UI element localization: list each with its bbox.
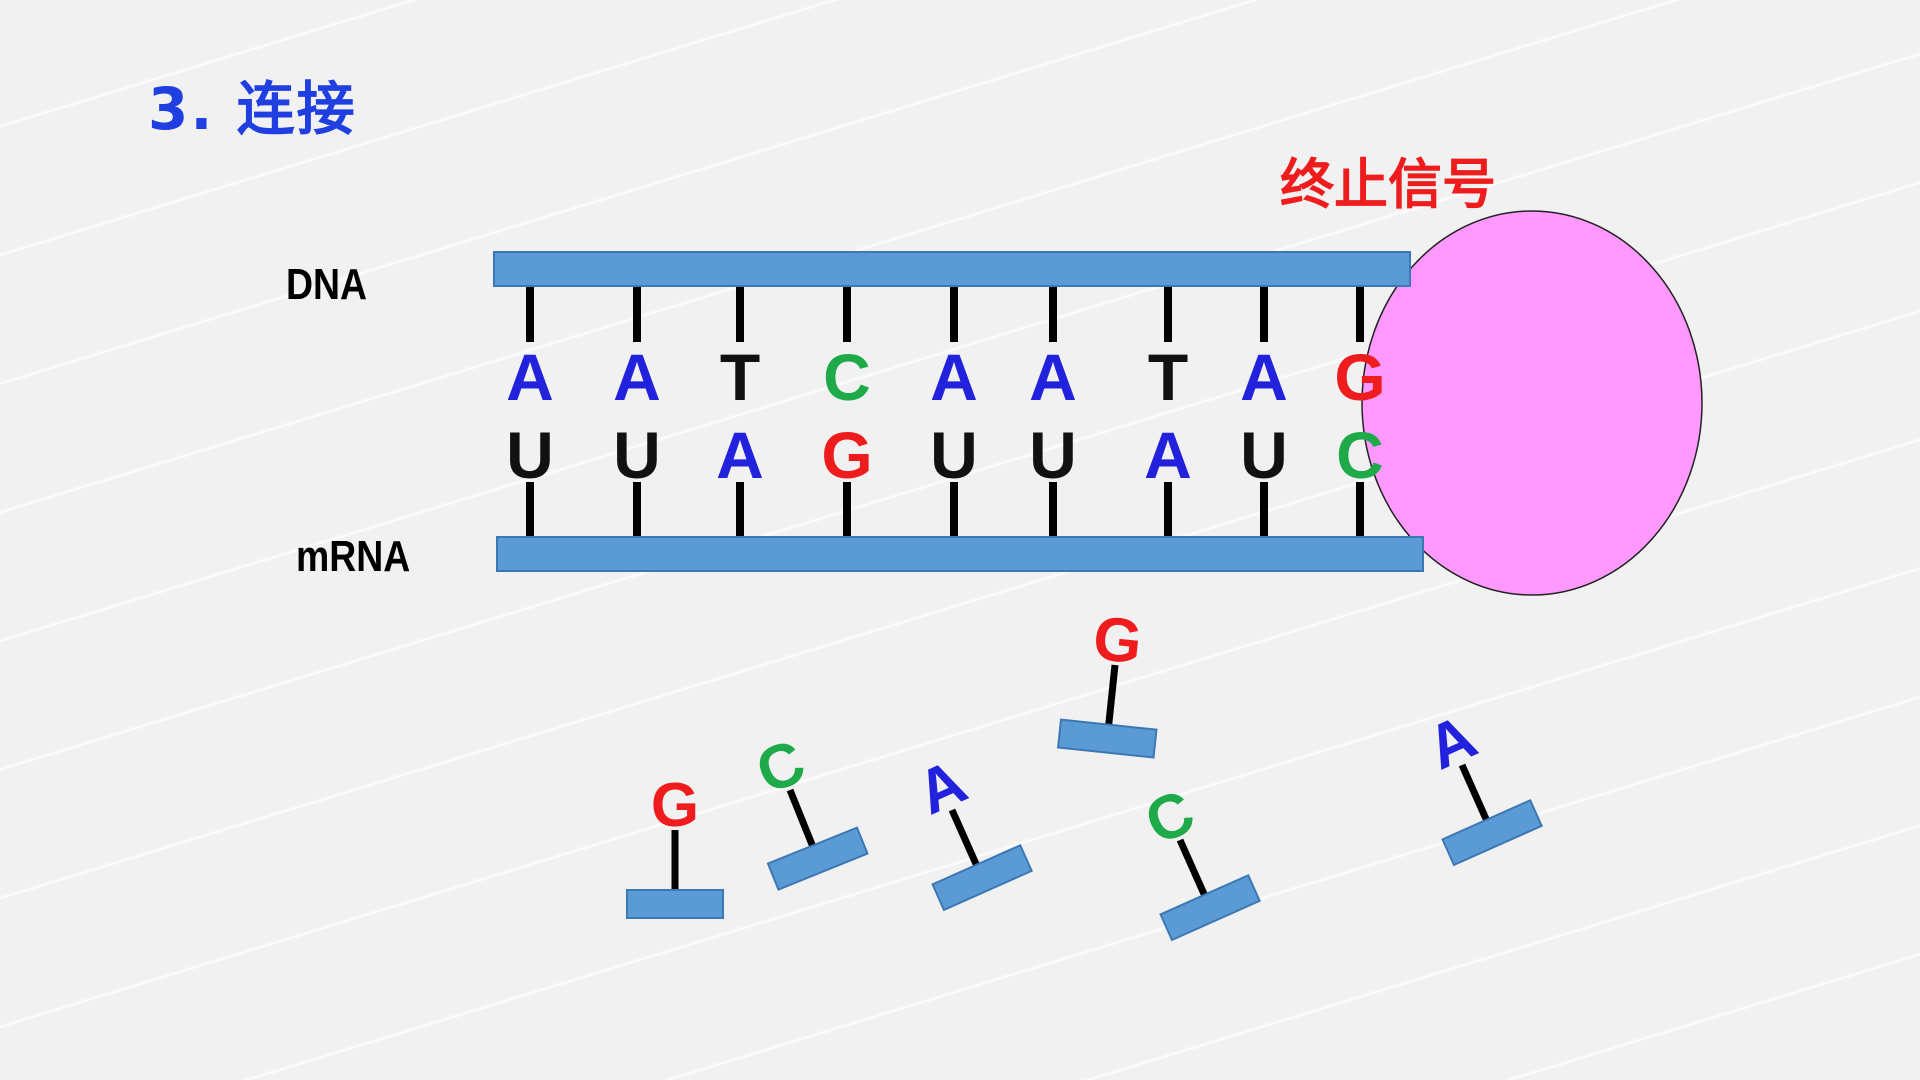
nucleotide-backbone (1441, 798, 1543, 867)
free-nucleotide-4: G (1056, 604, 1158, 759)
dna-base-7: T (1148, 340, 1188, 414)
nucleotide-stick (1458, 763, 1490, 822)
slide-title: 3. 连接 (148, 75, 357, 143)
nucleotide-stick (786, 788, 816, 847)
nucleotide-stick (948, 808, 980, 867)
termination-signal-bubble (1361, 210, 1703, 596)
dna-base-6: A (1029, 340, 1077, 414)
mrna-base-8: U (1240, 418, 1288, 492)
free-nucleotide-2: C (747, 727, 869, 891)
nucleotide-base: G (1090, 604, 1145, 678)
nucleotide-base: C (1136, 777, 1205, 858)
dna-base-3: T (720, 340, 760, 414)
mrna-base-1: U (506, 418, 554, 492)
base-pair-rungs (526, 286, 1364, 537)
dna-base-8: A (1240, 340, 1288, 414)
dna-base-1: A (506, 340, 554, 414)
nucleotide-stick (1105, 664, 1119, 726)
mrna-base-2: U (613, 418, 661, 492)
mrna-base-9: C (1336, 418, 1384, 492)
dna-base-2: A (613, 340, 661, 414)
nucleotide-base: A (908, 747, 977, 828)
free-nucleotide-1: G (626, 771, 724, 919)
nucleotide-stick (1176, 838, 1208, 897)
nucleotide-base: G (651, 771, 699, 840)
mrna-label: mRNA (296, 532, 411, 581)
mrna-base-5: U (930, 418, 978, 492)
free-nucleotide-5: C (1136, 777, 1261, 942)
dna-base-9: G (1334, 340, 1385, 414)
dna-base-4: C (823, 340, 871, 414)
free-nucleotide-6: A (1418, 702, 1543, 867)
free-nucleotide-3: A (908, 747, 1033, 912)
mrna-base-6: U (1029, 418, 1077, 492)
mrna-base-3: A (716, 418, 764, 492)
nucleotide-backbone (931, 843, 1033, 912)
dna-base-5: A (930, 340, 978, 414)
nucleotide-backbone (626, 889, 724, 919)
nucleotide-backbone (1159, 873, 1261, 942)
nucleotide-base: A (1418, 702, 1487, 783)
nucleotide-backbone (766, 826, 869, 891)
termination-signal-label: 终止信号 (1280, 153, 1496, 216)
mrna-base-4: G (821, 418, 872, 492)
nucleotide-base: C (747, 727, 814, 808)
dna-strand (493, 251, 1411, 287)
dna-label: DNA (286, 260, 368, 309)
mrna-base-7: A (1144, 418, 1192, 492)
nucleotide-backbone (1056, 718, 1158, 759)
mrna-strand (496, 536, 1424, 572)
